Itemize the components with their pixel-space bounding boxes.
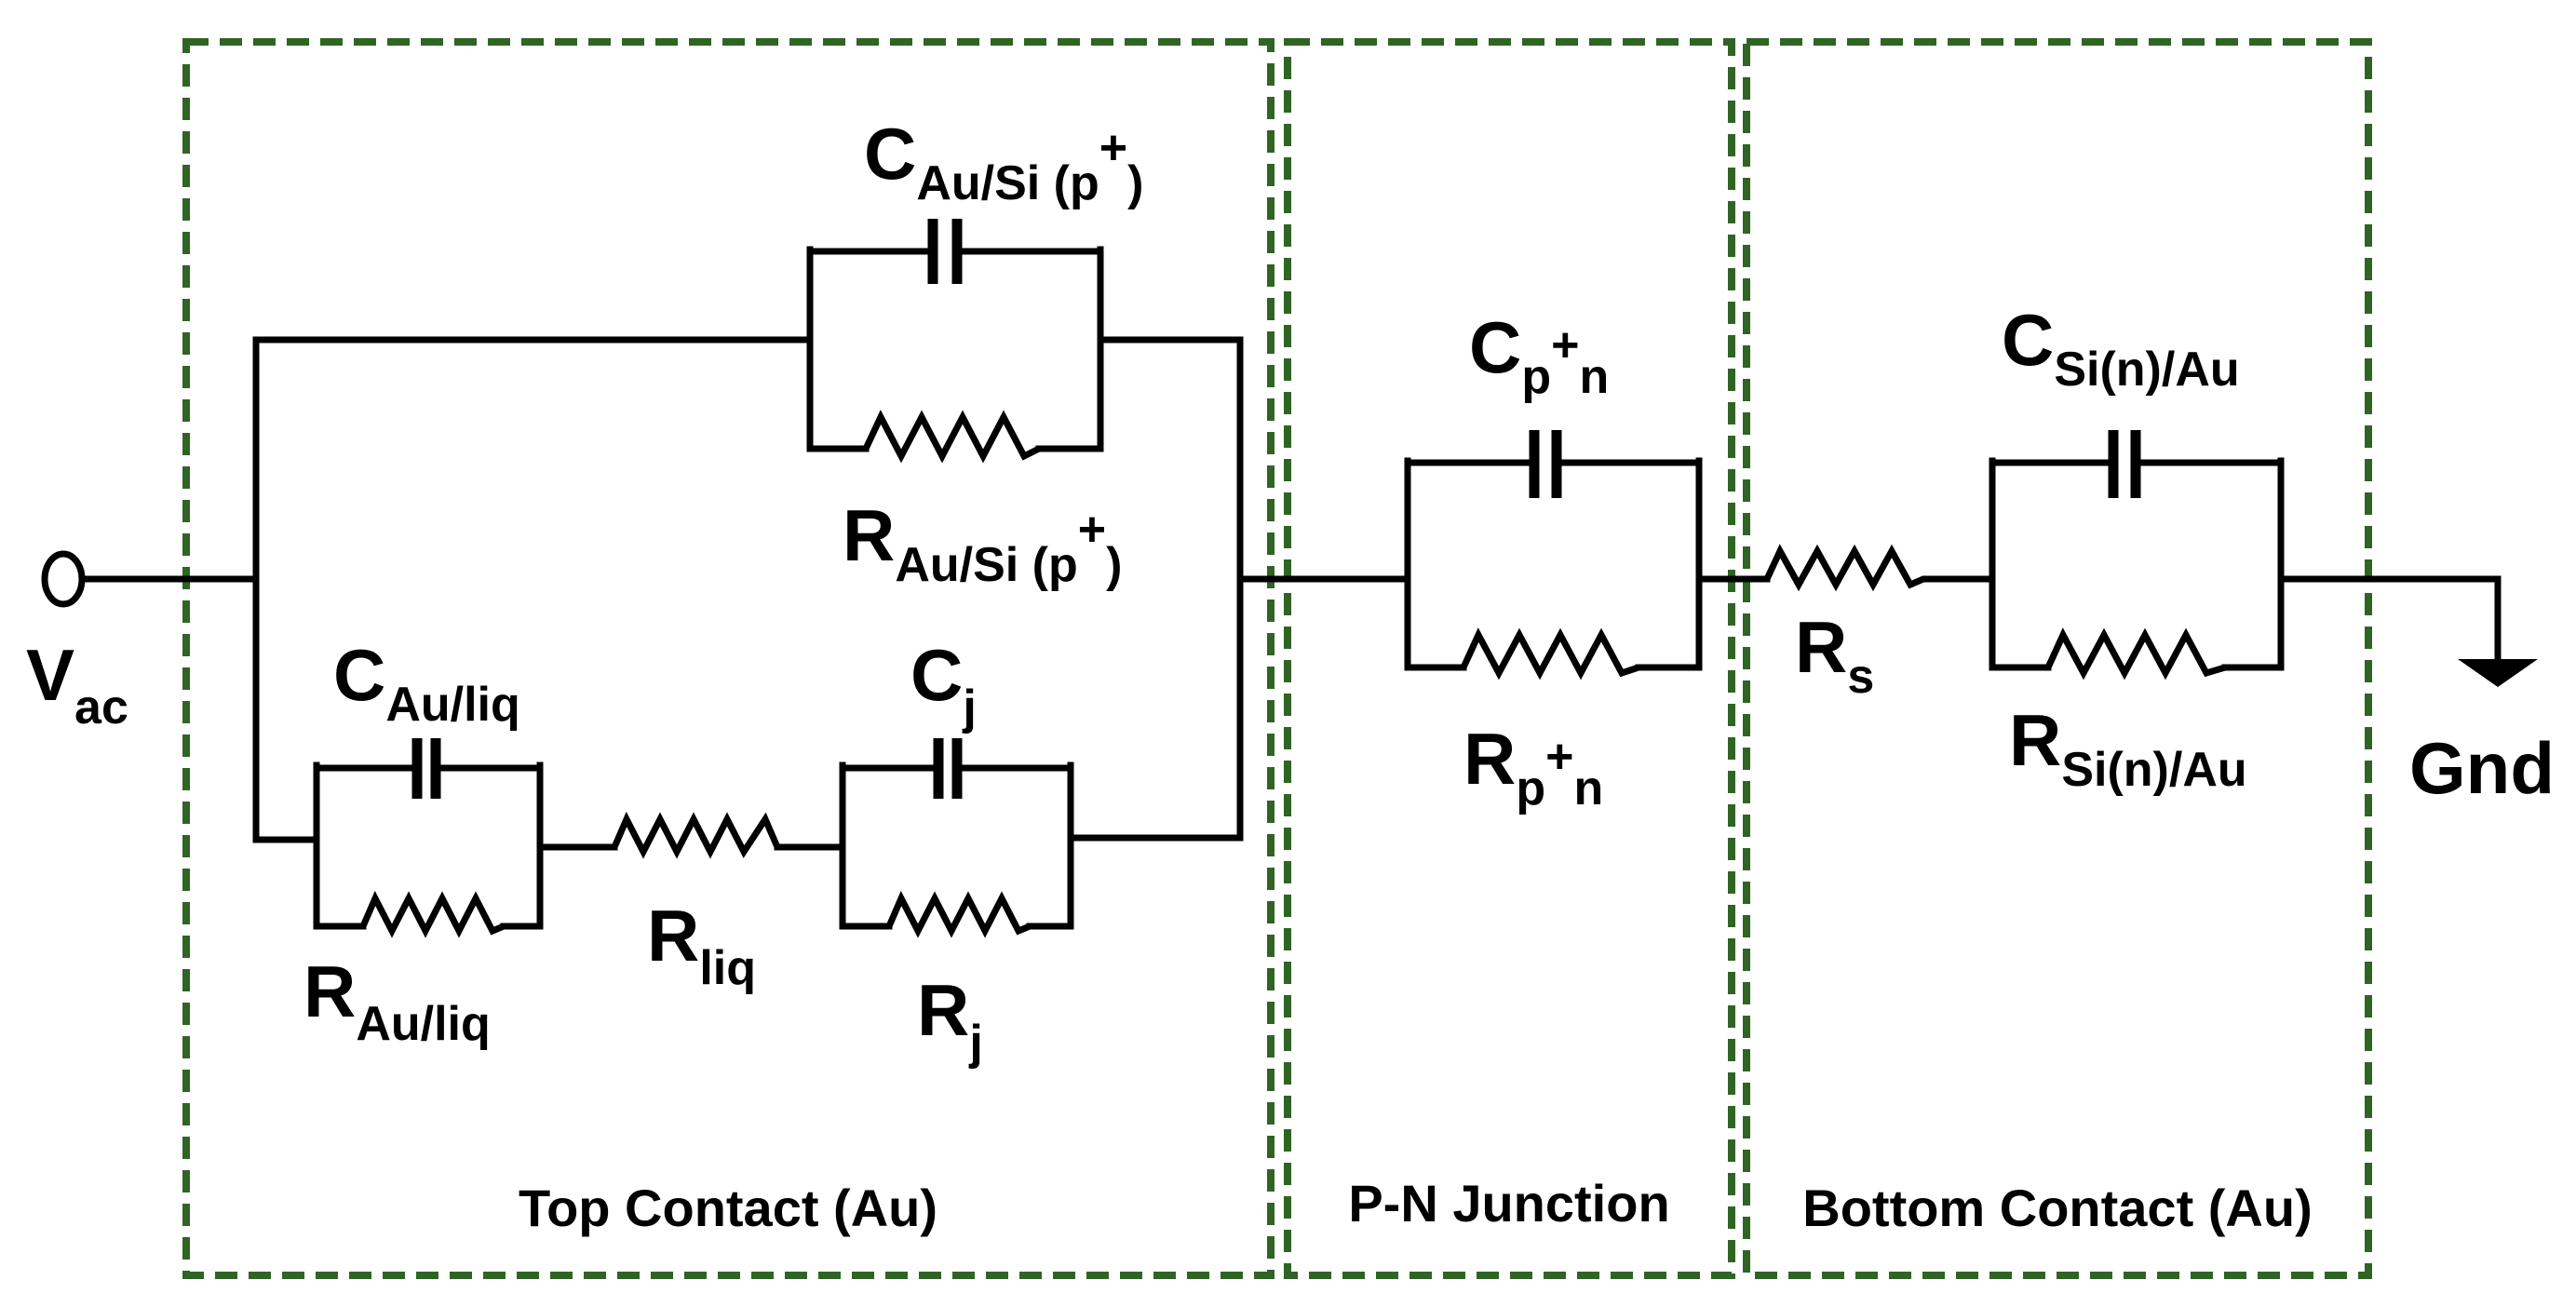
r-au-si-p-resistor [862,410,1041,464]
c-si-au-branch [1989,457,2285,671]
r-j-resistor [885,890,1032,938]
pn-junction-label: P-N Junction [1348,1174,1669,1233]
c-si-au-capacitor [2108,430,2141,498]
r-au-si-p-branch [806,410,1104,464]
r-si-au-resistor [2044,627,2227,680]
r-si-au-branch [1989,627,2285,680]
c-au-si-p-label: CAu/Si (p+) [864,113,1143,210]
r-pn-label: Rp+n [1463,718,1603,815]
r-s-resistor [1763,544,1933,592]
r-au-liq-branch [313,890,544,938]
top-contact-label: Top Contact (Au) [519,1179,937,1237]
c-pn-branch [1404,457,1703,671]
c-au-si-p-capacitor [927,219,963,284]
c-j-branch [839,761,1074,930]
c-pn-capacitor [1529,430,1562,498]
r-au-si-p-label: RAu/Si (p+) [843,494,1122,592]
top-contact-frame [182,38,1275,1279]
r-s-label: Rs [1795,606,1874,704]
r-j-label: Rj [917,969,983,1070]
c-pn-label: Cp+n [1469,306,1609,404]
r-j-branch [839,890,1074,938]
r-au-liq-resistor [359,890,506,938]
vac-terminal [41,550,86,608]
c-j-label: Cj [910,634,977,734]
ground-icon [2458,659,2538,687]
r-liq-label: Rliq [647,895,756,995]
bottom-contact-frame [1743,38,2372,1279]
pn-junction-frame [1284,38,1735,1279]
c-au-si-p-branch [806,246,1104,452]
gnd-label: Gnd [2409,727,2555,809]
bottom-contact-label: Bottom Contact (Au) [1802,1179,2312,1237]
r-au-liq-label: RAu/liq [303,950,491,1051]
c-au-liq-label: CAu/liq [333,634,520,732]
r-pn-branch [1404,627,1703,680]
vac-label: Vac [26,634,128,734]
r-pn-resistor [1460,627,1640,680]
r-liq-resistor [611,811,781,859]
c-au-liq-capacitor [411,738,441,799]
wiring [78,336,2502,851]
r-si-au-label: RSi(n)/Au [2009,699,2247,797]
c-au-liq-branch [313,761,544,930]
c-si-au-label: CSi(n)/Au [2002,299,2240,397]
c-j-capacitor [933,738,963,799]
